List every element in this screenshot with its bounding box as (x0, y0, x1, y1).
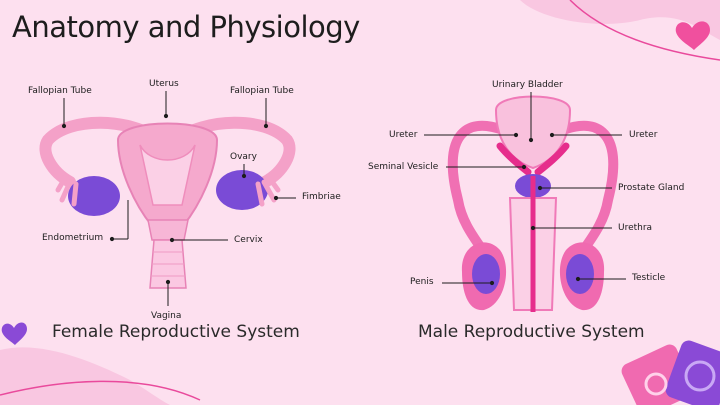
label-prostate-gland: Prostate Gland (618, 183, 685, 193)
label-fallopian-tube-left: Fallopian Tube (28, 86, 92, 96)
heart-icon (675, 21, 710, 50)
male-caption: Male Reproductive System (418, 322, 645, 342)
corner-blob-top-right (520, 0, 720, 40)
testicle-left (472, 254, 500, 294)
label-ureter-left: Ureter (389, 130, 418, 140)
testicle-right (566, 254, 594, 294)
ureter-left-tube (447, 120, 525, 263)
small-heart-icon (1, 322, 28, 345)
corner-curve-bottom-left (0, 380, 201, 401)
label-cervix: Cervix (234, 235, 263, 245)
label-uterus: Uterus (149, 79, 179, 89)
label-fallopian-tube-right: Fallopian Tube (230, 86, 294, 96)
label-urethra: Urethra (618, 223, 653, 233)
seminal-vesicle-right (534, 142, 570, 176)
male-callout-lines (424, 92, 626, 286)
label-ovary: Ovary (230, 152, 257, 162)
label-penis: Penis (410, 277, 434, 287)
ureter-right-tube (541, 120, 619, 263)
ovary-right (216, 170, 268, 210)
female-callout-lines (61, 91, 296, 306)
condom-pack-icon (621, 340, 720, 405)
corner-blob-bottom-left (0, 347, 170, 405)
label-urinary-bladder: Urinary Bladder (492, 80, 563, 90)
label-seminal-vesicle: Seminal Vesicle (368, 162, 439, 172)
ovary-left (68, 176, 120, 216)
fimbriae-left (55, 173, 79, 207)
uterus-cavity (139, 144, 196, 206)
label-fimbriae: Fimbriae (302, 192, 341, 202)
label-testicle: Testicle (632, 273, 666, 283)
corner-curve-top-right (569, 0, 720, 61)
fimbriae-right (255, 173, 281, 207)
page-title: Anatomy and Physiology (12, 10, 360, 44)
label-vagina: Vagina (151, 311, 182, 321)
female-caption: Female Reproductive System (52, 322, 300, 342)
seminal-vesicle-left (496, 142, 532, 176)
label-endometrium: Endometrium (42, 233, 104, 243)
label-ureter-right: Ureter (629, 130, 658, 140)
